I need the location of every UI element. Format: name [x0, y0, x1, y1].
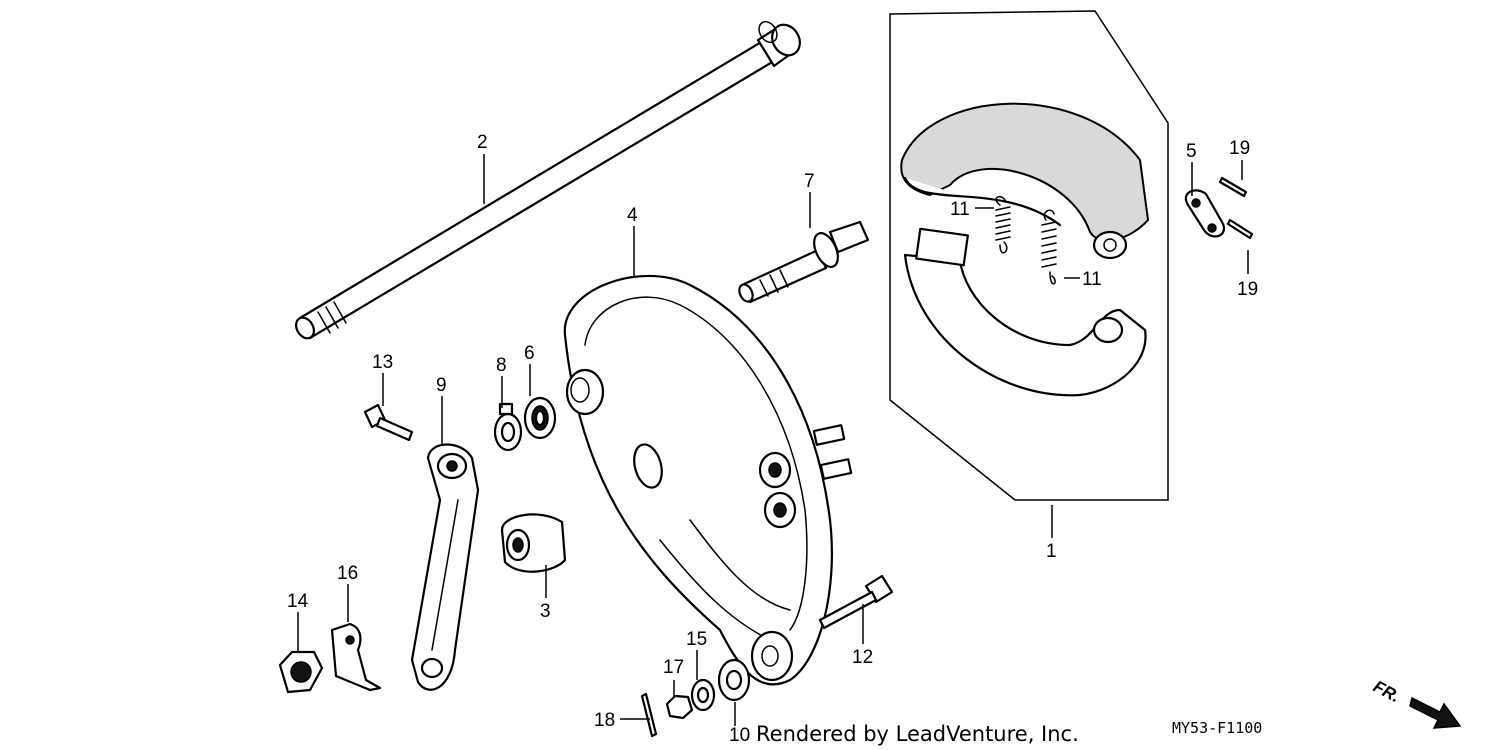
part-washer-15[interactable]	[690, 678, 716, 712]
callout-6[interactable]: 6	[524, 343, 535, 364]
callout-18[interactable]: 18	[594, 710, 615, 731]
callout-3[interactable]: 3	[540, 601, 551, 622]
callout-5[interactable]: 5	[1186, 141, 1197, 162]
callout-11-lower[interactable]: 11	[1082, 269, 1102, 290]
part-axle[interactable]	[292, 18, 805, 341]
callout-8[interactable]: 8	[496, 355, 507, 376]
part-brake-cam[interactable]	[737, 220, 870, 304]
part-washer[interactable]	[493, 402, 523, 452]
part-cotter-pins[interactable]	[1218, 176, 1254, 240]
credit-text: Rendered by LeadVenture, Inc.	[756, 722, 1079, 746]
callout-4[interactable]: 4	[627, 205, 638, 226]
callout-16[interactable]: 16	[337, 563, 358, 584]
part-rubber-washer-10[interactable]	[717, 658, 751, 702]
callout-17[interactable]: 17	[663, 657, 684, 678]
part-bolt-12[interactable]	[818, 574, 894, 630]
leader-lines	[297, 154, 1249, 726]
part-brake-arm[interactable]	[410, 443, 480, 691]
part-bolt-13[interactable]	[363, 403, 414, 442]
callout-9[interactable]: 9	[436, 375, 447, 396]
part-springs[interactable]	[995, 195, 1057, 285]
callout-11-upper[interactable]: 11	[950, 199, 970, 220]
part-nut-17[interactable]	[665, 694, 694, 720]
callout-19-upper[interactable]: 19	[1229, 138, 1250, 159]
callout-15[interactable]: 15	[686, 629, 707, 650]
callout-14[interactable]: 14	[287, 591, 309, 612]
callout-19-lower[interactable]: 19	[1237, 279, 1258, 300]
callout-1[interactable]: 1	[1046, 541, 1057, 562]
part-bearing[interactable]	[523, 396, 557, 440]
part-bracket[interactable]	[330, 622, 382, 692]
direction-arrow: FR.	[1370, 677, 1462, 729]
callout-2[interactable]: 2	[477, 132, 488, 153]
part-brake-panel[interactable]	[563, 275, 853, 686]
part-nut-14[interactable]	[278, 650, 324, 694]
part-collar[interactable]	[500, 513, 567, 573]
callout-13[interactable]: 13	[372, 352, 393, 373]
part-brake-shoes[interactable]	[889, 10, 1169, 501]
callout-12[interactable]: 12	[852, 647, 873, 668]
callout-7[interactable]: 7	[804, 171, 815, 192]
direction-label: FR.	[1370, 677, 1403, 707]
part-plate[interactable]	[1184, 189, 1225, 238]
drawing-code: MY53-F1100	[1172, 719, 1262, 737]
callout-10[interactable]: 10	[729, 725, 750, 746]
callouts: 1 2 3 4 5 6 7 8 9 10 11 11 12 13 14 15 1…	[287, 132, 1258, 746]
part-pin-18[interactable]	[640, 692, 658, 738]
